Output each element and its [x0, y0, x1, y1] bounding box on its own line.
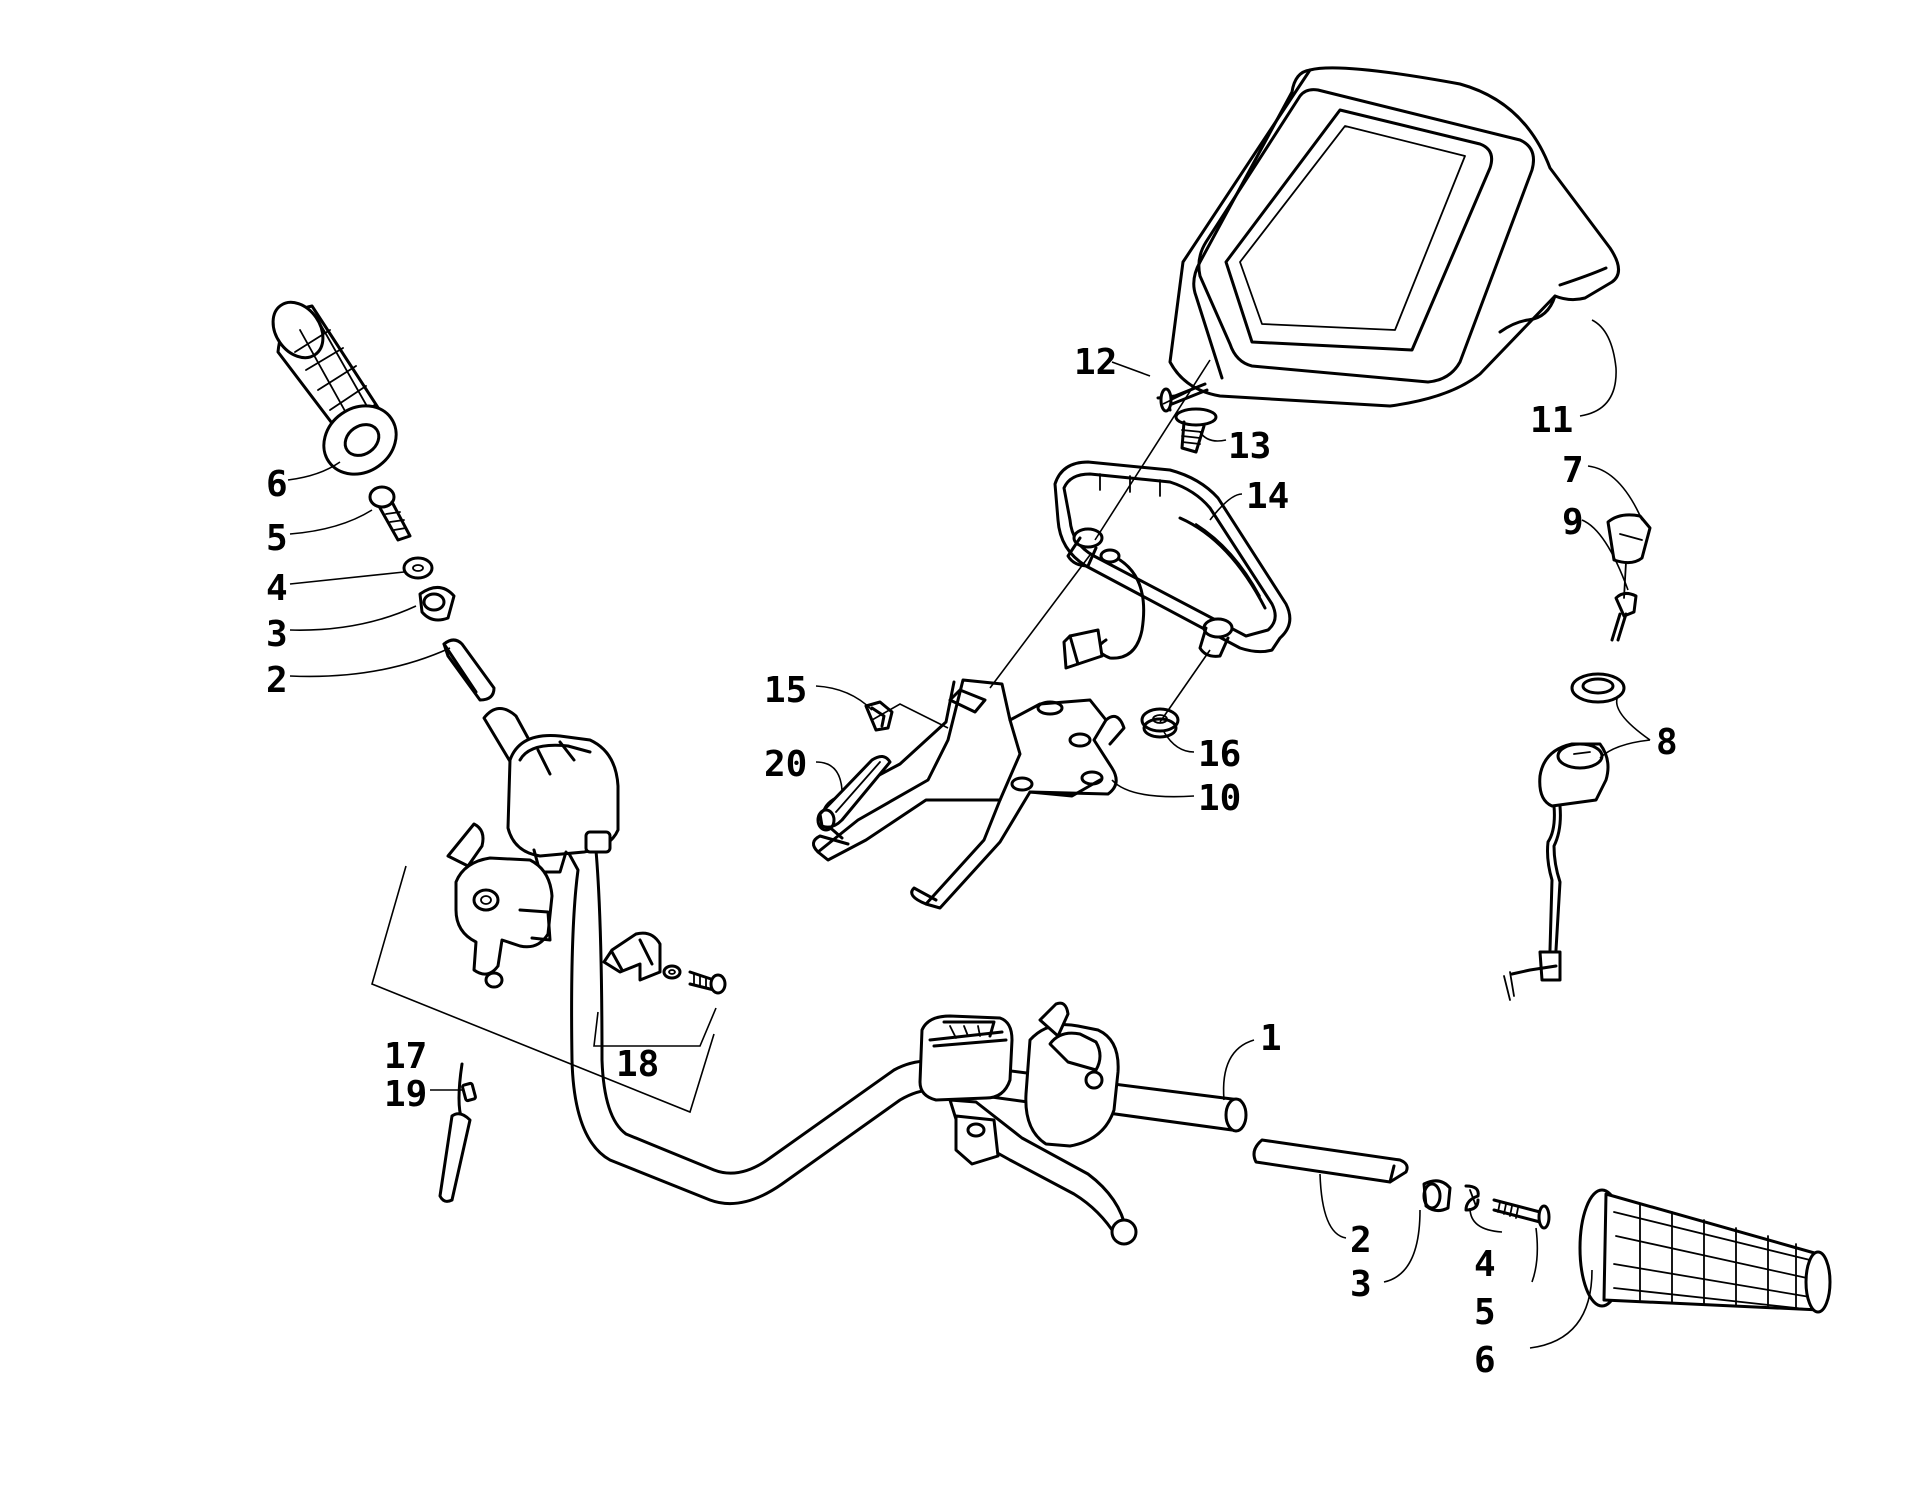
grip-top-part-6: [271, 300, 398, 476]
ring-nut-part-8: [1570, 672, 1626, 704]
callout-6-top: 6: [266, 464, 288, 505]
bolt-top-part-5: [368, 485, 412, 542]
left-switch-housing: [506, 734, 620, 888]
wire-part-19: [430, 1062, 477, 1203]
callout-4-top: 4: [266, 568, 288, 609]
callout-1: 1: [1260, 1018, 1282, 1059]
grip-bottom-part-6: [1578, 1188, 1832, 1314]
assembly-centerlines: [871, 359, 1211, 729]
callout-13: 13: [1228, 426, 1271, 467]
callout-5-bottom: 5: [1474, 1292, 1496, 1333]
callout-16: 16: [1198, 734, 1241, 775]
master-cylinder-assembly: [918, 1014, 1138, 1246]
end-weight-top-part-3: [418, 586, 456, 622]
callout-9: 9: [1562, 502, 1584, 543]
washer-bottom-part-4: [1464, 1184, 1480, 1212]
callout-5-top: 5: [266, 518, 288, 559]
washer-top-part-4: [402, 556, 434, 580]
hood-cover-part-11: [1168, 66, 1620, 408]
callout-15: 15: [764, 670, 807, 711]
callout-8: 8: [1656, 722, 1678, 763]
part-number-labels: 6 5 4 3 2 12 13 14 11 7 9 8 15 20 16 10 …: [266, 342, 1678, 1381]
clamp-part-18: [602, 931, 727, 995]
callout-14: 14: [1246, 476, 1289, 517]
callout-17: 17: [384, 1036, 427, 1077]
group-brackets: [371, 865, 717, 1114]
leader-lines: [287, 319, 1651, 1349]
callout-3-bottom: 3: [1350, 1264, 1372, 1305]
callout-3-top: 3: [266, 614, 288, 655]
callout-2-bottom: 2: [1350, 1220, 1372, 1261]
tube-part-20: [816, 755, 892, 832]
callout-2-top: 2: [266, 660, 288, 701]
end-weight-bottom-part-3: [1422, 1179, 1452, 1213]
throttle-assembly-part-17: [446, 822, 554, 989]
grommet-part-16: [1140, 707, 1180, 739]
callout-6-bottom: 6: [1474, 1340, 1496, 1381]
key-cap-part-7: [1606, 513, 1652, 565]
callout-4-bottom: 4: [1474, 1244, 1496, 1285]
callout-19: 19: [384, 1074, 427, 1115]
key-part-9: [1610, 561, 1638, 642]
callout-20: 20: [764, 744, 807, 785]
ignition-switch-part-8: [1503, 742, 1610, 1001]
callout-18: 18: [616, 1044, 659, 1085]
bolt-part-13: [1174, 407, 1218, 454]
callout-10: 10: [1198, 778, 1241, 819]
right-switch-housing: [1024, 1001, 1120, 1148]
callout-11: 11: [1530, 400, 1573, 441]
callout-7: 7: [1562, 450, 1584, 491]
callout-12: 12: [1074, 342, 1117, 383]
insert-top-part-2: [442, 638, 496, 702]
insert-bottom-part-2: [1252, 1138, 1409, 1184]
bolt-bottom-part-5: [1492, 1198, 1551, 1230]
